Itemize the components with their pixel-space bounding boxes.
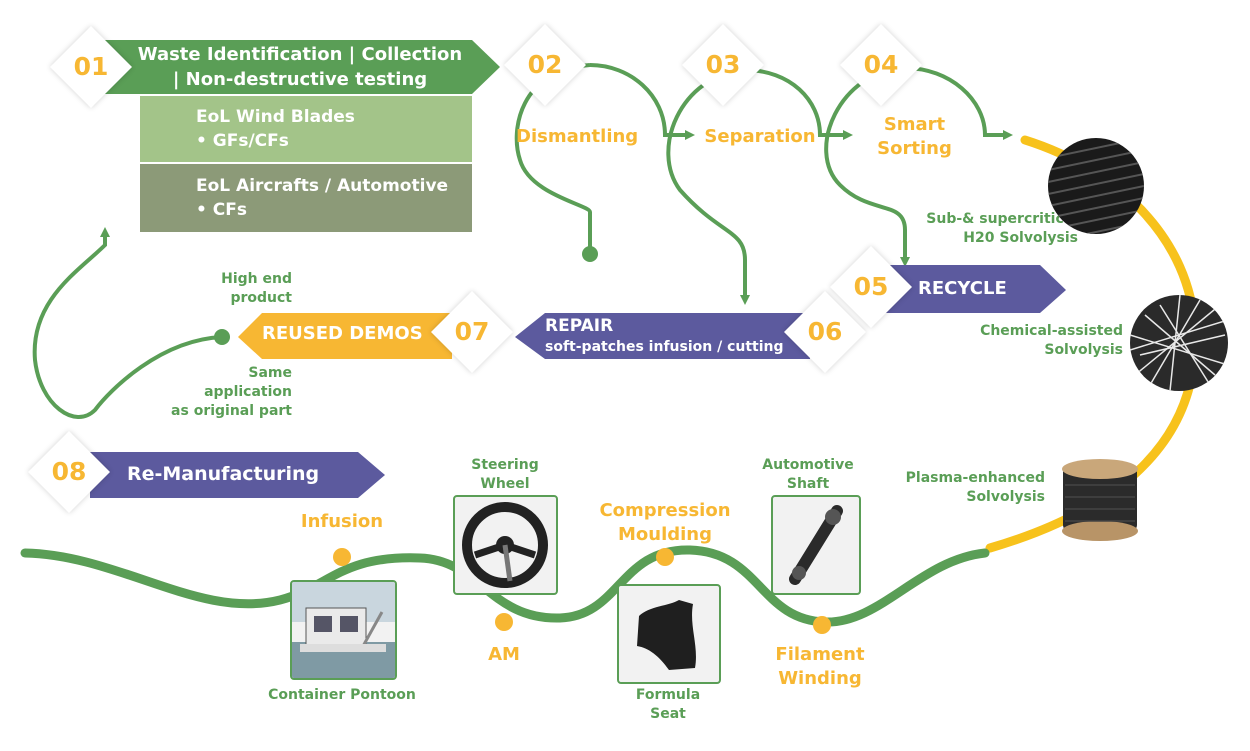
loop-separation — [744, 68, 853, 140]
seat-line1: Formula — [635, 687, 701, 703]
chemical-line2: Solvolysis — [1044, 342, 1123, 358]
filament-line1: Filament — [775, 644, 865, 665]
step-number-05: 05 — [853, 272, 889, 301]
banner-06 — [515, 313, 810, 359]
shaft-line1: Automotive — [762, 457, 854, 473]
chemical-solvolysis-label: Chemical-assisted Solvolysis — [960, 322, 1123, 360]
dot-compression — [656, 548, 674, 566]
loop-separation-tail — [666, 68, 750, 305]
step-number-01: 01 — [73, 52, 109, 81]
same-app-line2: application — [204, 384, 292, 400]
loop-reuse — [32, 227, 223, 419]
supercritical-line1: Sub-& supercritical — [926, 211, 1078, 227]
step-number-04: 04 — [863, 50, 899, 79]
step-01-title-line2: | Non-destructive testing — [172, 69, 428, 90]
banner-01 — [100, 40, 500, 94]
loop-sorting — [904, 66, 1013, 140]
plasma-line2: Solvolysis — [966, 489, 1045, 505]
filament-line2: Winding — [778, 668, 862, 689]
plasma-line1: Plasma-enhanced — [905, 470, 1045, 486]
repair-text: REPAIR soft-patches infusion / cutting — [545, 315, 784, 357]
plasma-solvolysis-label: Plasma-enhanced Solvolysis — [880, 469, 1045, 507]
source-box-wind — [140, 96, 472, 162]
am-label: AM — [488, 644, 520, 665]
dot-filament — [813, 616, 831, 634]
source-aircraft-line2: • CFs — [196, 200, 247, 220]
formula-seat-photo — [617, 584, 721, 684]
step-number-02: 02 — [527, 50, 563, 79]
smart-sorting-line1: Smart — [883, 114, 946, 135]
high-end-line2: product — [230, 290, 292, 306]
dot-infusion — [333, 548, 351, 566]
chemical-line1: Chemical-assisted — [980, 323, 1123, 339]
high-end-product-label: High end product — [200, 270, 292, 308]
step-number-03: 03 — [705, 50, 741, 79]
steering-wheel-photo — [453, 495, 558, 595]
source-wind-line2: • GFs/CFs — [196, 131, 289, 151]
loop-dismantling-end — [582, 246, 598, 262]
step-number-06: 06 — [807, 317, 843, 346]
step-01-title-line1: Waste Identification | Collection — [137, 44, 463, 65]
repair-subtitle: soft-patches infusion / cutting — [545, 339, 784, 355]
source-aircraft-line1: EoL Aircrafts / Automotive — [196, 176, 449, 196]
step-01-title: Waste Identification | Collection | Non-… — [120, 42, 480, 92]
compression-line2: Moulding — [617, 524, 713, 545]
steering-line2: Wheel — [480, 476, 530, 492]
automotive-shaft-caption: Automotive Shaft — [760, 456, 856, 494]
supercritical-line2: H20 Solvolysis — [963, 230, 1078, 246]
high-end-line1: High end — [221, 271, 292, 287]
formula-seat-caption: Formula Seat — [618, 686, 718, 724]
reused-demos-label: REUSED DEMOS — [262, 323, 423, 344]
carbon-fabric-image — [1048, 138, 1144, 234]
compression-moulding-label: Compression Moulding — [590, 499, 740, 547]
compression-line1: Compression — [599, 500, 731, 521]
dismantling-label: Dismantling — [516, 126, 639, 147]
separation-label: Separation — [704, 126, 816, 147]
container-pontoon-photo — [290, 580, 397, 680]
automotive-shaft-photo — [771, 495, 861, 595]
banner-05 — [882, 265, 1066, 313]
reuse-loop-start — [214, 329, 230, 345]
container-pontoon-caption: Container Pontoon — [268, 687, 416, 703]
steering-line1: Steering — [471, 457, 539, 473]
smart-sorting-label: Smart Sorting — [862, 113, 967, 161]
source-aircraft-text: EoL Aircrafts / Automotive • CFs — [196, 174, 448, 222]
source-wind-text: EoL Wind Blades • GFs/CFs — [196, 105, 355, 153]
same-app-line3: as original part — [171, 403, 292, 419]
source-wind-line1: EoL Wind Blades — [196, 107, 355, 127]
glass-fibers-image — [1130, 295, 1228, 391]
repair-title: REPAIR — [545, 316, 614, 336]
seat-line2: Seat — [650, 706, 686, 722]
same-app-line1: Same — [248, 365, 292, 381]
filament-winding-label: Filament Winding — [760, 643, 880, 691]
infusion-label: Infusion — [300, 511, 384, 532]
loop-dismantling — [589, 63, 695, 140]
steering-wheel-caption: Steering Wheel — [455, 456, 555, 494]
shaft-line2: Shaft — [786, 476, 830, 492]
fiber-spool-image — [1055, 455, 1145, 543]
step-number-08: 08 — [51, 457, 87, 486]
smart-sorting-line2: Sorting — [877, 138, 952, 159]
supercritical-solvolysis-label: Sub-& supercritical H20 Solvolysis — [900, 210, 1078, 248]
loop-sorting-tail — [824, 66, 910, 267]
recycle-label: RECYCLE — [918, 278, 1007, 299]
same-application-label: Same application as original part — [160, 364, 292, 421]
source-box-aircraft — [140, 164, 472, 232]
step-number-07: 07 — [454, 317, 490, 346]
banner-08 — [90, 452, 385, 498]
banner-07 — [238, 313, 452, 359]
dot-am — [495, 613, 513, 631]
remanufacturing-label: Re-Manufacturing — [127, 463, 320, 485]
